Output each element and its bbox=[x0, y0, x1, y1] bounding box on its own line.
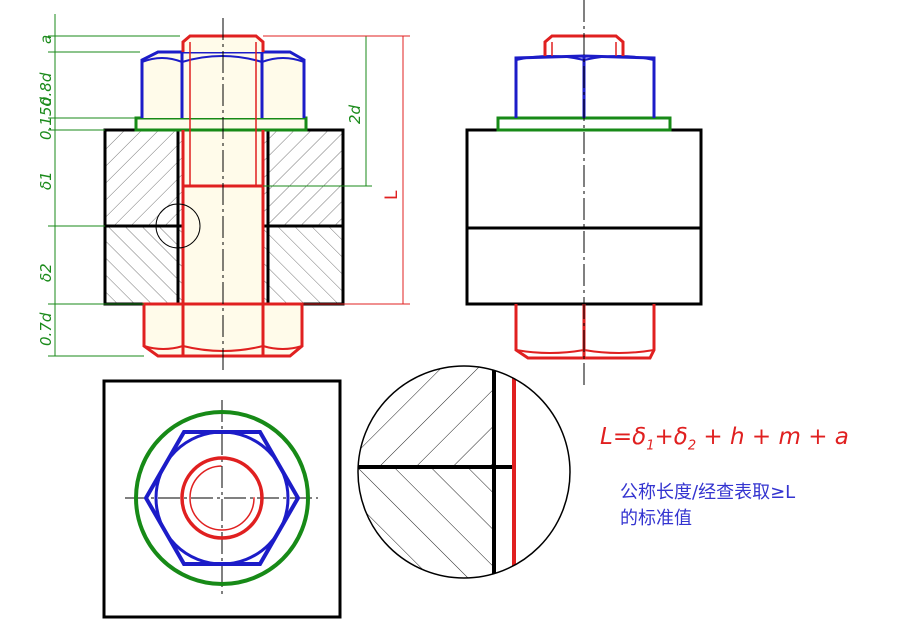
dim-L: L bbox=[382, 190, 402, 200]
side-view bbox=[465, 0, 703, 388]
detail-marker-circle bbox=[155, 203, 201, 249]
upper-plate-left-section bbox=[105, 130, 183, 226]
dim-delta2: δ2 bbox=[37, 263, 55, 282]
detail-circle bbox=[357, 365, 571, 579]
top-nut-hexagon bbox=[143, 430, 301, 566]
detail-upper-hatch bbox=[358, 366, 496, 467]
dim-0-7d: 0.7d bbox=[37, 312, 55, 346]
lower-plate-right-section bbox=[263, 226, 343, 304]
detail-view bbox=[357, 365, 571, 579]
top-bolt-outer bbox=[180, 456, 264, 540]
top-bolt-thread bbox=[189, 465, 255, 531]
top-nut-chamfer bbox=[154, 430, 290, 566]
dim-0-8d: 0.8d bbox=[37, 72, 55, 106]
lower-plate-left-section bbox=[105, 226, 183, 304]
dim-0-15d: 0.15d bbox=[37, 97, 55, 140]
length-note: 公称长度/经查表取≥L 的标准值 bbox=[620, 480, 860, 532]
note-line-2: 的标准值 bbox=[620, 508, 692, 529]
dimension-L-lines bbox=[263, 35, 410, 305]
dim-delta1: δ1 bbox=[37, 171, 55, 190]
top-view bbox=[102, 379, 342, 619]
nut-chamfer bbox=[141, 55, 305, 64]
note-line-1: 公称长度/经查表取≥L bbox=[620, 482, 796, 503]
dim-2d: 2d bbox=[346, 104, 364, 124]
dimension-lines bbox=[48, 14, 372, 357]
top-washer bbox=[134, 410, 310, 586]
upper-plate-right-section bbox=[263, 130, 343, 226]
side-bolt-head bbox=[514, 304, 656, 360]
front-view bbox=[103, 18, 345, 370]
washer bbox=[134, 116, 308, 132]
length-formula: L=δ1+δ2 + h + m + a bbox=[600, 424, 849, 454]
top-plate bbox=[102, 379, 342, 619]
dim-a: a bbox=[37, 35, 55, 44]
